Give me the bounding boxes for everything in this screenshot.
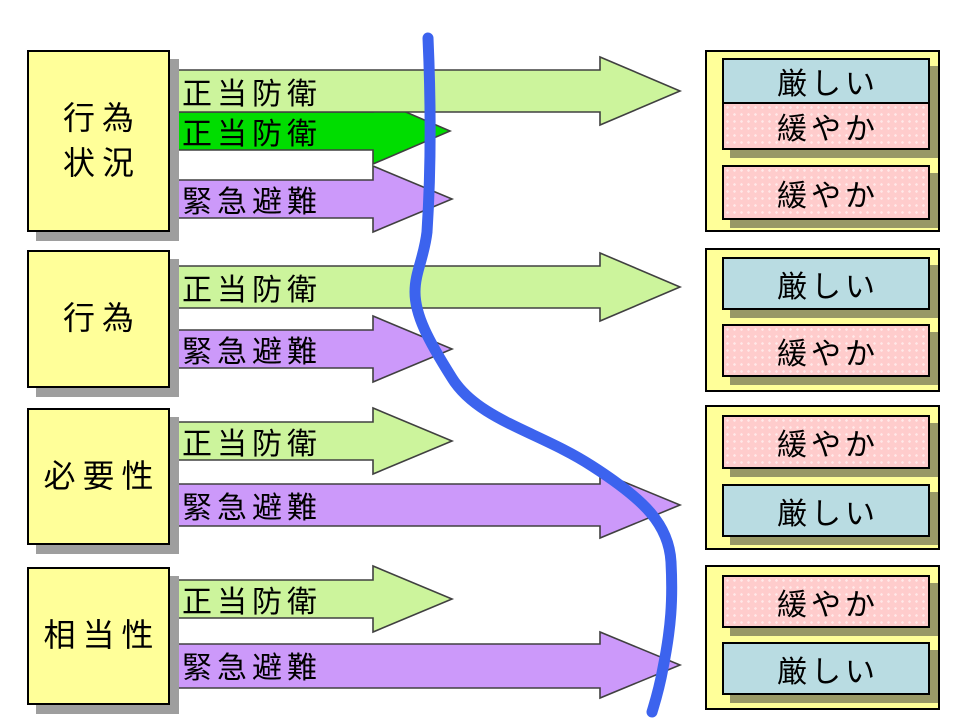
criterion-label-line: 必要性: [43, 457, 161, 494]
criterion-box-necessity: 必要性: [27, 408, 170, 545]
arrow-label-s2-kinkyuuhinan: 緊急避難: [182, 336, 322, 369]
result-box-lenient: 緩やか: [722, 165, 930, 220]
result-box-lenient: 緩やか: [722, 104, 930, 150]
criterion-box-act-situation: 行為 状況: [27, 50, 170, 232]
arrow-label-s4-kinkyuuhinan: 緊急避難: [182, 652, 322, 685]
arrow-label-s3-kinkyuuhinan: 緊急避難: [182, 492, 322, 525]
arrow-label-s2-seitoubouei: 正当防衛: [182, 274, 322, 307]
criterion-label-line: 状況: [62, 145, 141, 181]
criterion-label-line: 相当性: [43, 617, 161, 654]
threshold-curve: [409, 32, 678, 718]
result-box-lenient: 緩やか: [722, 324, 930, 377]
arrow-label-s4-seitoubouei: 正当防衛: [182, 586, 322, 619]
criterion-box-proportionality: 相当性: [27, 567, 170, 705]
arrow-label-s1-seitoubouei-long: 正当防衛: [182, 78, 322, 111]
result-panel-act: 厳しい 緩やか: [705, 248, 940, 392]
result-box-strict: 厳しい: [722, 484, 930, 537]
result-box-lenient: 緩やか: [722, 575, 930, 628]
criterion-box-act: 行為: [27, 250, 170, 388]
result-panel-proportionality: 緩やか 厳しい: [705, 565, 940, 710]
result-stack: 厳しい 緩やか: [722, 58, 930, 150]
criterion-label-line: 行為: [62, 99, 141, 136]
result-box-strict: 厳しい: [722, 58, 930, 104]
arrow-label-s1-seitoubouei-short: 正当防衛: [182, 118, 322, 151]
result-panel-necessity: 緩やか 厳しい: [705, 405, 940, 550]
result-panel-act-situation: 厳しい 緩やか 緩やか: [705, 50, 940, 232]
result-box-strict: 厳しい: [722, 257, 930, 310]
criterion-label-line: 行為: [62, 300, 141, 337]
result-box-lenient: 緩やか: [722, 415, 930, 469]
result-box-strict: 厳しい: [722, 642, 930, 695]
arrow-label-s1-kinkyuuhinan: 緊急避難: [182, 186, 322, 219]
arrow-label-s3-seitoubouei: 正当防衛: [182, 428, 322, 461]
